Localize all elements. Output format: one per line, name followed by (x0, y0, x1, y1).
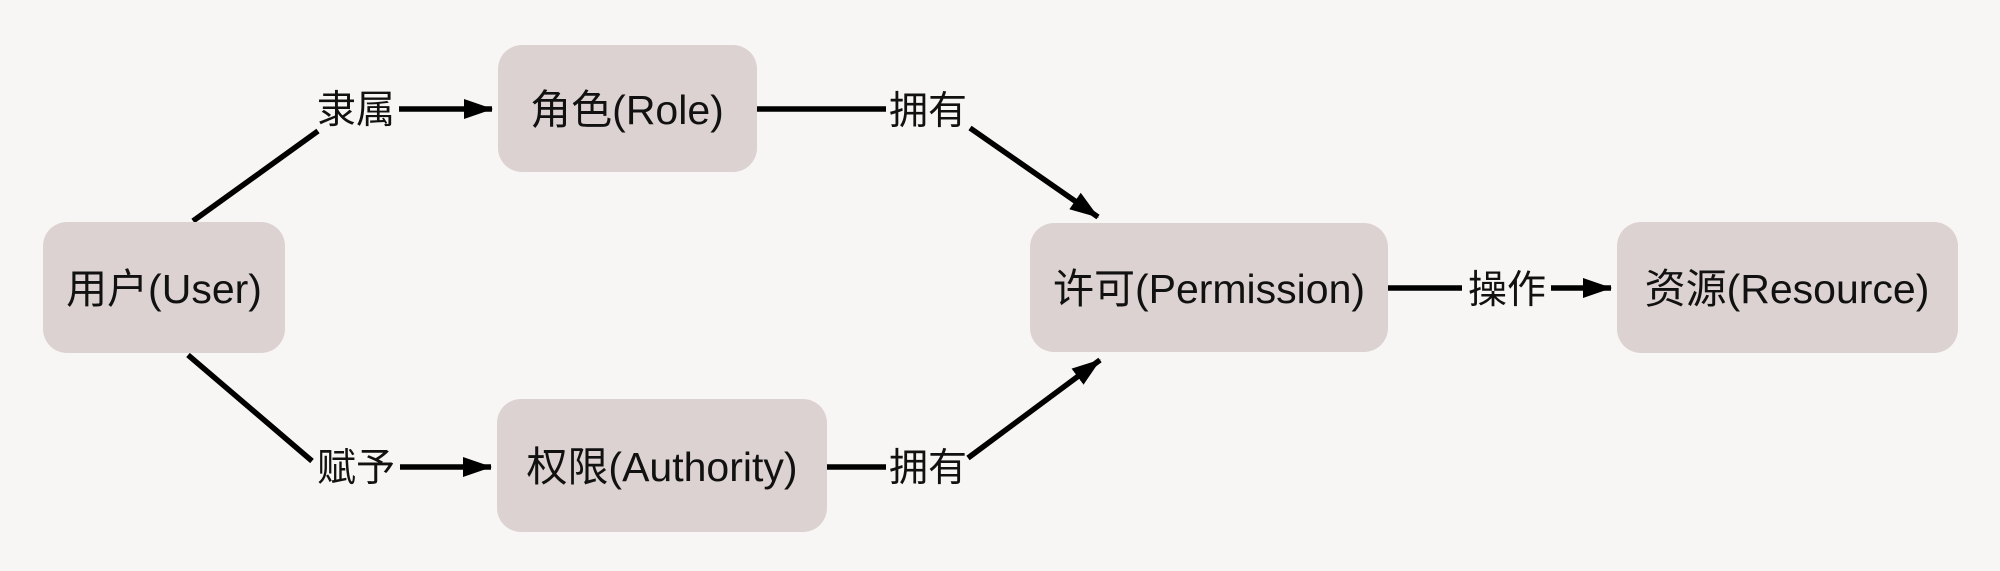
edge-permission-resource-label: 操作 (1468, 269, 1546, 312)
edge-user-authority-label: 赋予 (317, 447, 395, 490)
node-resource-label: 资源(Resource) (1645, 266, 1930, 312)
edge-role-permission-arrow (968, 125, 1100, 220)
node-role-label: 角色(Role) (530, 87, 724, 133)
edge-authority-permission-arrow (966, 357, 1102, 461)
node-user: 用户(User) (43, 222, 285, 353)
node-role-box (498, 45, 757, 172)
node-permission-label: 许可(Permission) (1053, 266, 1365, 312)
edge-permission-resource: 操作 (1388, 269, 1612, 312)
node-authority-label: 权限(Authority) (526, 444, 797, 490)
edge-user-role-label: 隶属 (317, 89, 395, 132)
node-resource-box (1617, 222, 1958, 353)
edge-user-authority: 赋予 (186, 352, 492, 490)
edge-authority-permission: 拥有 (827, 357, 1102, 490)
node-authority: 权限(Authority) (497, 399, 827, 532)
edge-role-permission: 拥有 (757, 90, 1100, 220)
node-resource: 资源(Resource) (1617, 222, 1958, 353)
edge-user-role: 隶属 (191, 89, 493, 224)
edge-authority-permission-label: 拥有 (889, 447, 967, 490)
node-permission-box (1030, 223, 1388, 352)
edge-role-permission-label: 拥有 (889, 90, 967, 133)
node-permission: 许可(Permission) (1030, 223, 1388, 352)
node-role: 角色(Role) (498, 45, 757, 172)
node-user-label: 用户(User) (66, 266, 262, 312)
edge-user-role-diagonal (191, 128, 320, 224)
edge-user-authority-diagonal (186, 352, 314, 464)
node-authority-box (497, 399, 827, 532)
node-user-box (43, 222, 285, 353)
